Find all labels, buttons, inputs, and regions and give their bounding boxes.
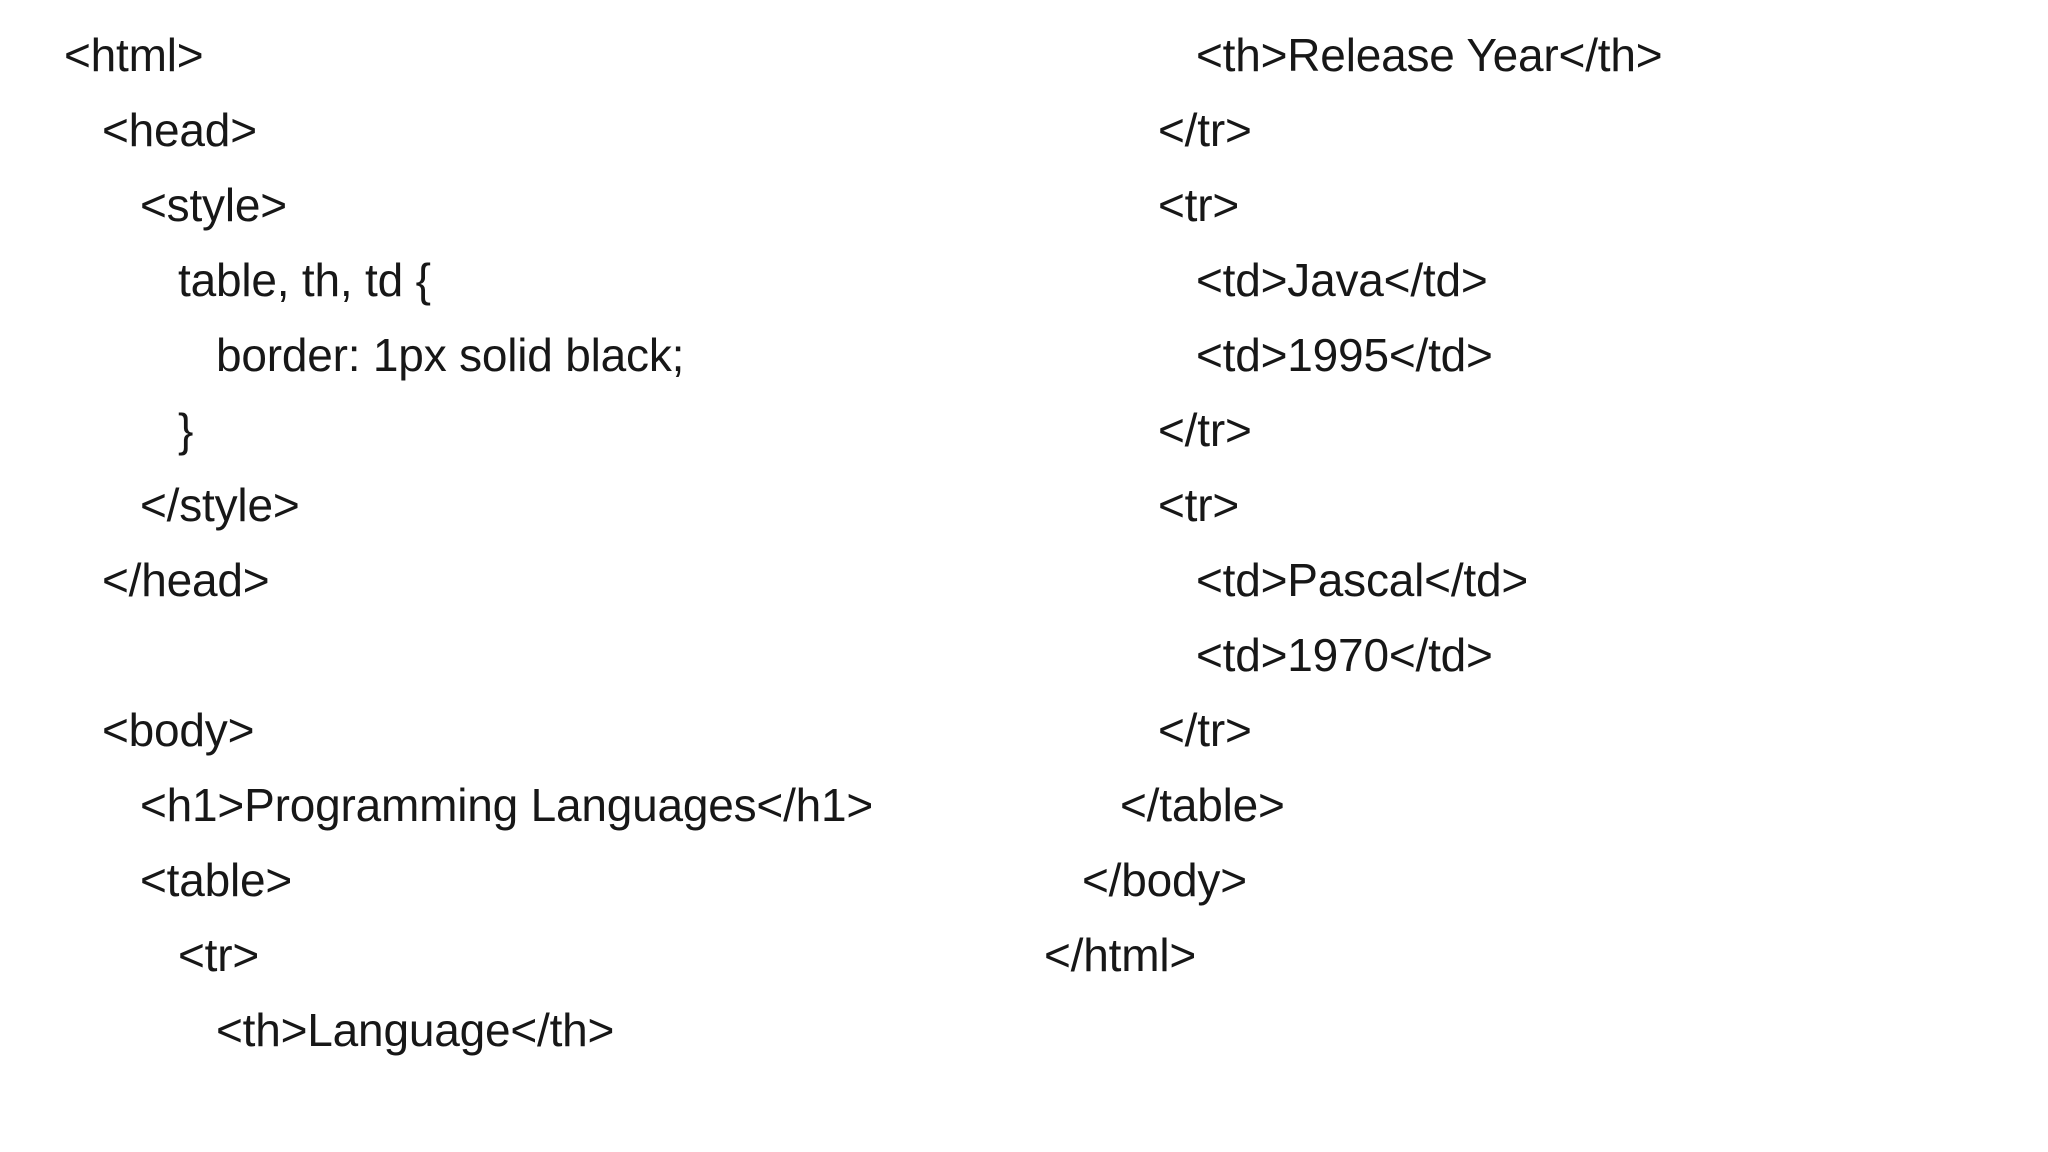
code-line: <td>Java</td> xyxy=(1196,254,1488,306)
code-line: <head> xyxy=(102,104,257,156)
code-line: <td>Pascal</td> xyxy=(1196,554,1529,606)
code-line: </body> xyxy=(1082,854,1247,906)
code-line: <tr> xyxy=(1158,479,1240,531)
code-line: </tr> xyxy=(1158,404,1252,456)
code-line: </head> xyxy=(102,554,270,606)
code-line: table, th, td { xyxy=(178,254,431,306)
code-line: <tr> xyxy=(178,929,260,981)
code-line: <td>1995</td> xyxy=(1196,329,1493,381)
code-line: <h1>Programming Languages</h1> xyxy=(140,779,874,831)
code-line: </tr> xyxy=(1158,104,1252,156)
code-line: </html> xyxy=(1044,929,1197,981)
code-line: <table> xyxy=(140,854,293,906)
code-line-blank xyxy=(0,618,980,693)
code-line: } xyxy=(178,404,194,456)
code-line: </table> xyxy=(1120,779,1285,831)
code-line: </tr> xyxy=(1158,704,1252,756)
code-line: <body> xyxy=(102,704,255,756)
code-line: <th>Language</th> xyxy=(216,1004,615,1056)
code-line: <th>Release Year</th> xyxy=(1196,29,1663,81)
code-line: border: 1px solid black; xyxy=(216,329,685,381)
code-line: <tr> xyxy=(1158,179,1240,231)
code-line: <td>1970</td> xyxy=(1196,629,1493,681)
code-line: </style> xyxy=(140,479,300,531)
code-column-left: <html> <head> <style> table, th, td { border… xyxy=(0,18,980,1068)
code-line: <style> xyxy=(140,179,287,231)
code-column-right: <th>Release Year</th> </tr> <tr> <td>Java</… xyxy=(980,18,2040,993)
code-line: <html> xyxy=(64,29,204,81)
